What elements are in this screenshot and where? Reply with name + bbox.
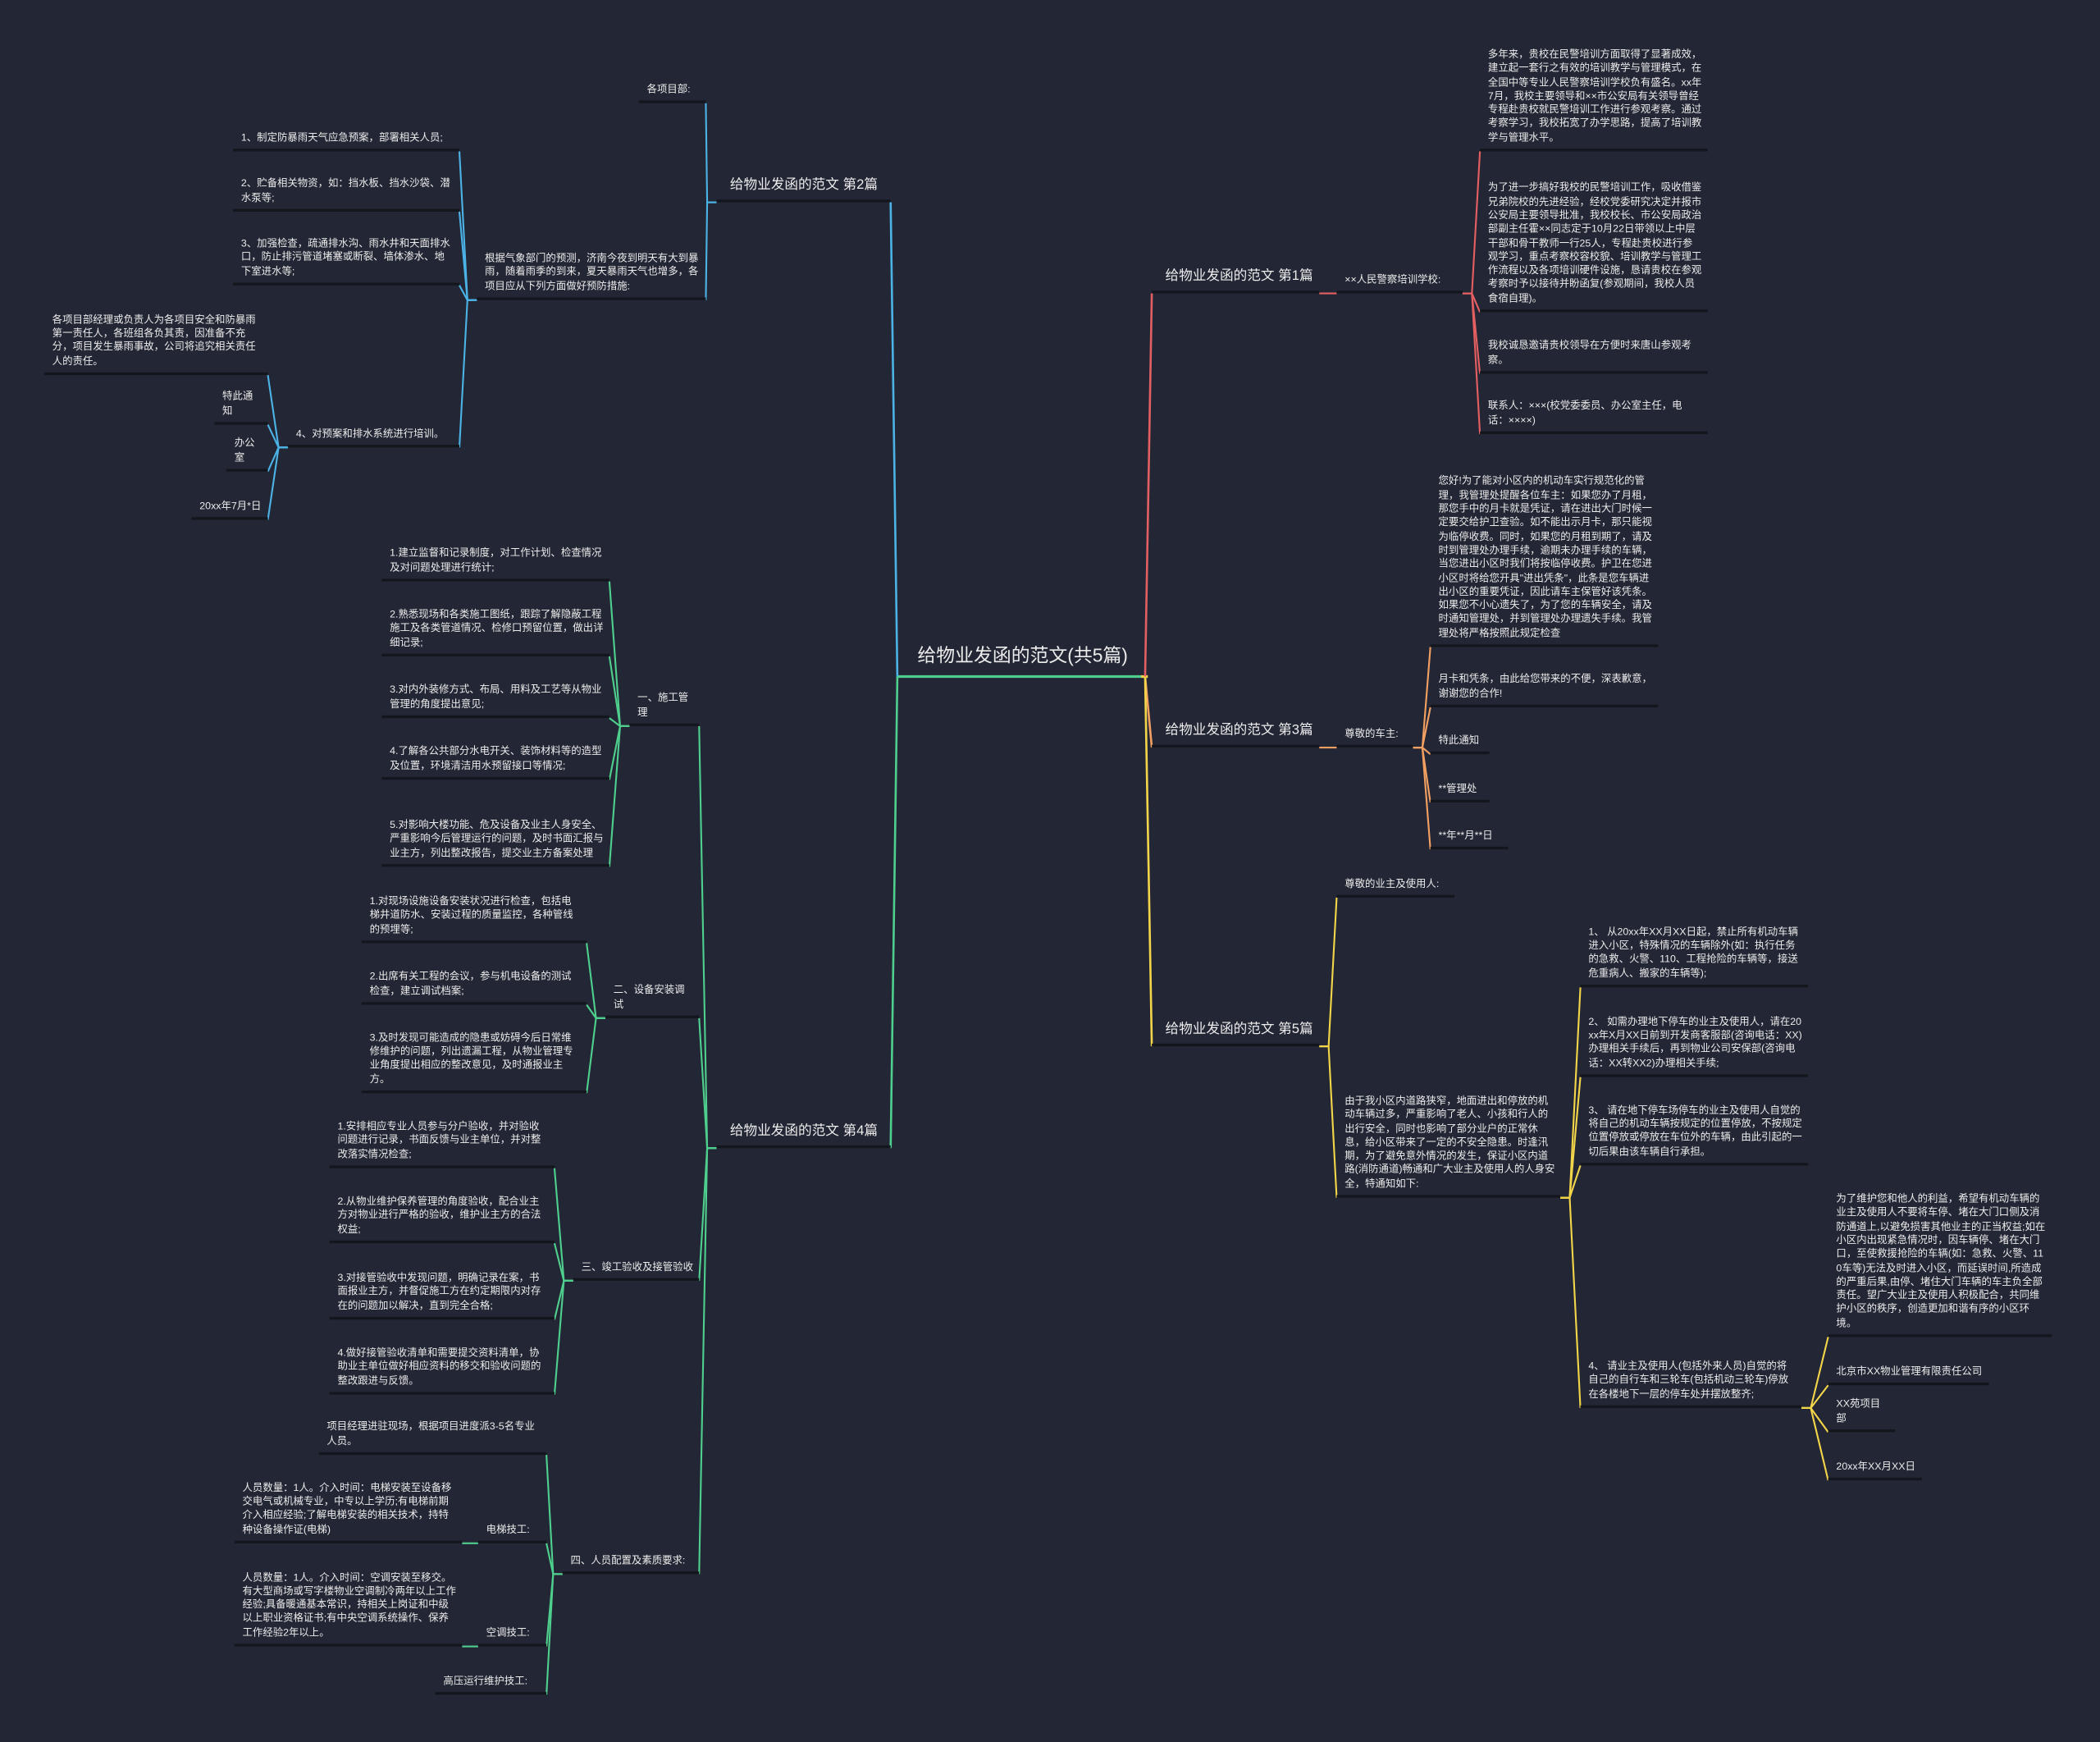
branch-connector (608, 581, 630, 727)
p2-intro[interactable]: 根据气象部门的预测，济南今夜到明天有大到暴雨，随着雨季的到来，夏天暴雨天气也增多… (477, 252, 706, 300)
branch-connector (1413, 647, 1431, 749)
main-connector-p4 (889, 676, 899, 1149)
p2-item4-child[interactable]: 特此通知 (214, 391, 268, 425)
p3-item[interactable]: 您好!为了能对小区内的机动车实行规范化的管理，我管理处提醒各位车主：如果您办了月… (1430, 475, 1659, 647)
branch-p1-title[interactable]: 给物业发函的范文 第1篇 (1152, 268, 1320, 294)
branch-connector (1801, 1406, 1829, 1481)
p5-item4-child[interactable]: 北京市XX物业管理有限责任公司 (1828, 1365, 1989, 1386)
p2-item[interactable]: 3、加强检查，疏通排水沟、雨水井和天面排水口，防止排污管道堵塞或断裂、墙体渗水、… (233, 237, 460, 286)
main-connector-p2 (889, 202, 899, 677)
p3-item[interactable]: 月卡和凭条，由此给您带来的不便，深表歉意，谢谢您的合作! (1430, 673, 1659, 708)
p4-s3-item[interactable]: 3.对接管验收中发现问题，明确记录在案，书面报业主方，并督促施工方在约定期限内对… (329, 1272, 555, 1320)
p1-item[interactable]: 为了进一步搞好我校的民警培训工作，吸收借鉴兄弟院校的先进经验，经校党委研究决定并… (1480, 181, 1708, 313)
branch-p4-title[interactable]: 给物业发函的范文 第4篇 (716, 1122, 891, 1149)
p4-s1-item[interactable]: 4.了解各公共部分水电开关、装饰材料等的造型及位置，环境清洁用水预留接口等情况; (381, 745, 609, 780)
branch-connector (553, 1279, 573, 1395)
p4-s3-item[interactable]: 4.做好接管验收清单和需要提交资料清单，协助业主单位做好相应资料的移交和验收问题… (329, 1347, 555, 1395)
p4-section-2[interactable]: 二、设备安装调试 (605, 984, 700, 1018)
branch-connector (458, 299, 477, 448)
p3-greeting[interactable]: 尊敬的车主: (1336, 727, 1413, 748)
p5-item4-child[interactable]: XX苑项目部 (1828, 1398, 1896, 1433)
p4-s3-item[interactable]: 1.安排相应专业人员参与分户验收，并对验收问题进行记录，书面反馈与业主单位，并对… (329, 1120, 555, 1168)
p4-s1-item[interactable]: 1.建立监督和记录制度，对工作计划、检查情况及对问题处理进行统计; (381, 547, 609, 582)
ac-tech-detail[interactable]: 人员数量：1人。介入时间：空调安装至移交。有大型商场或写字楼物业空调制冷两年以上… (234, 1571, 463, 1647)
p4-section-1[interactable]: 一、施工管理 (629, 692, 700, 726)
branch-connector (1462, 292, 1481, 435)
branch-connector (1801, 1337, 1829, 1410)
p5-item[interactable]: 1、 从20xx年XX月XX日起，禁止所有机动车辆进入小区，特殊情况的车辆除外(… (1580, 926, 1809, 988)
branch-connector (586, 1017, 605, 1094)
p2-item[interactable]: 4、对预案和排水系统进行培训。 (288, 427, 460, 448)
p4-section-3[interactable]: 三、竣工验收及接管验收 (573, 1260, 700, 1281)
p4-s4-item[interactable]: 项目经理进驻现场，根据项目进度派3-5名专业人员。 (318, 1420, 547, 1456)
branch-connector (1560, 987, 1582, 1199)
p4-s2-item[interactable]: 3.及时发现可能造成的隐患或妨碍今后日常维修维护的问题，列出遗漏工程，从物业管理… (361, 1031, 587, 1094)
branch-connector (1319, 897, 1338, 1048)
p2-item[interactable]: 2、贮备相关物资，如：挡水板、挡水沙袋、潜水泵等; (233, 177, 460, 212)
branch-connector (1319, 1045, 1338, 1198)
p2-greeting[interactable]: 各项目部: (638, 83, 706, 103)
p1-item[interactable]: 我校诚恳邀请贵校领导在方便时来唐山参观考察。 (1480, 340, 1708, 374)
p4-s4-item[interactable]: 电梯技工: (477, 1523, 547, 1543)
p4-s4-item[interactable]: 空调技工: (477, 1626, 547, 1647)
branch-connector (1801, 1406, 1829, 1433)
branch-connector (546, 1543, 563, 1575)
p2-item4-child[interactable]: 办公室 (226, 437, 268, 472)
branch-connector (698, 725, 717, 1150)
p3-item[interactable]: **管理处 (1430, 782, 1490, 802)
branch-connector (1413, 746, 1431, 850)
p1-item[interactable]: 多年来，贵校在民警培训方面取得了显著成效，建立起一套行之有效的培训教学与管理模式… (1480, 48, 1708, 152)
p2-item[interactable]: 1、制定防暴雨天气应急预案，部署相关人员; (233, 131, 460, 152)
branch-connector (698, 1147, 717, 1575)
branch-connector (1462, 151, 1481, 295)
p3-item[interactable]: 特此通知 (1430, 734, 1490, 755)
p5-item[interactable]: 2、 如需办理地下停车的业主及使用人，请在20xx年X月XX日前到开发商客服部(… (1580, 1015, 1809, 1077)
main-connector-p1 (1144, 293, 1153, 677)
p4-s1-item[interactable]: 3.对内外装修方式、布局、用料及工艺等从物业管理的角度提出意见; (381, 684, 609, 719)
p4-s2-item[interactable]: 2.出席有关工程的会议，参与机电设备的测试检查，建立调试档案; (361, 971, 587, 1005)
branch-connector (698, 1147, 717, 1281)
p2-item4-child[interactable]: 20xx年7月*日 (191, 500, 268, 520)
p5-item[interactable]: 4、 请业主及使用人(包括外来人员)自觉的将自己的自行车和三轮车(包括机动三轮车… (1580, 1360, 1801, 1408)
p4-s4-item[interactable]: 高压运行维护技工: (435, 1674, 547, 1695)
elevator-tech-detail[interactable]: 人员数量：1人。介入时间：电梯安装至设备移交电气或机械专业，中专以上学历;有电梯… (234, 1481, 463, 1543)
p5-intro[interactable]: 由于我小区内道路狭窄，地面进出和停放的机动车辆过多，严重影响了老人、小孩和行人的… (1336, 1095, 1561, 1198)
branch-connector (267, 446, 289, 520)
main-connector-p5 (1144, 676, 1153, 1047)
p4-section-4[interactable]: 四、人员配置及素质要求: (562, 1553, 700, 1575)
branch-connector (1413, 746, 1431, 803)
branch-connector (705, 201, 717, 300)
p5-item4-child[interactable]: 为了维护您和他人的利益，希望有机动车辆的业主及使用人不要将车停、堵在大门口侧及消… (1828, 1192, 2052, 1337)
p4-s3-item[interactable]: 2.从物业维护保养管理的角度验收，配合业主方对物业进行严格的验收，维护业主方的合… (329, 1196, 555, 1244)
branch-connector (546, 1573, 563, 1695)
branch-connector (267, 375, 289, 449)
p1-greeting[interactable]: ××人民警察培训学校: (1336, 273, 1463, 294)
p5-item4-child[interactable]: 20xx年XX月XX日 (1828, 1460, 1922, 1481)
branch-connector (705, 103, 717, 203)
p4-s2-item[interactable]: 1.对现场设施设备安装状况进行检查，包括电梯井道防水、安装过程的质量监控，各种管… (361, 895, 587, 944)
branch-connector (1560, 1196, 1582, 1409)
branch-connector (1413, 706, 1431, 749)
p1-item[interactable]: 联系人：×××(校党委委员、办公室主任，电话：××××) (1480, 400, 1708, 434)
p5-item[interactable]: 3、 请在地下停车场停车的业主及使用人自觉的将自己的机动车辆按规定的位置停放，不… (1580, 1104, 1809, 1166)
branch-connector (586, 943, 605, 1019)
p5-greeting[interactable]: 尊敬的业主及使用人: (1336, 877, 1455, 898)
branch-connector (267, 424, 289, 449)
branch-p2-title[interactable]: 给物业发函的范文 第2篇 (716, 177, 891, 203)
p4-s1-item[interactable]: 5.对影响大楼功能、危及设备及业主人身安全、严重影响今后管理运行的问题，及时书面… (381, 819, 609, 867)
p2-item4-child[interactable]: 各项目部经理或负责人为各项目安全和防暴雨第一责任人，各班组各负其责，因准备不充分… (43, 313, 268, 376)
branch-connector (698, 1017, 717, 1150)
p3-item[interactable]: **年**月**日 (1430, 829, 1509, 850)
branch-connector (608, 725, 630, 867)
branch-p5-title[interactable]: 给物业发函的范文 第5篇 (1152, 1021, 1320, 1047)
root-topic[interactable]: 给物业发函的范文(共5篇) (917, 644, 1128, 666)
branch-connector (458, 151, 477, 301)
branch-connector (458, 211, 477, 301)
branch-p3-title[interactable]: 给物业发函的范文 第3篇 (1152, 722, 1320, 748)
branch-connector (553, 1168, 573, 1282)
p4-s1-item[interactable]: 2.熟悉现场和各类施工图纸，跟踪了解隐蔽工程施工及各类管道情况、检修口预留位置，… (381, 608, 609, 657)
